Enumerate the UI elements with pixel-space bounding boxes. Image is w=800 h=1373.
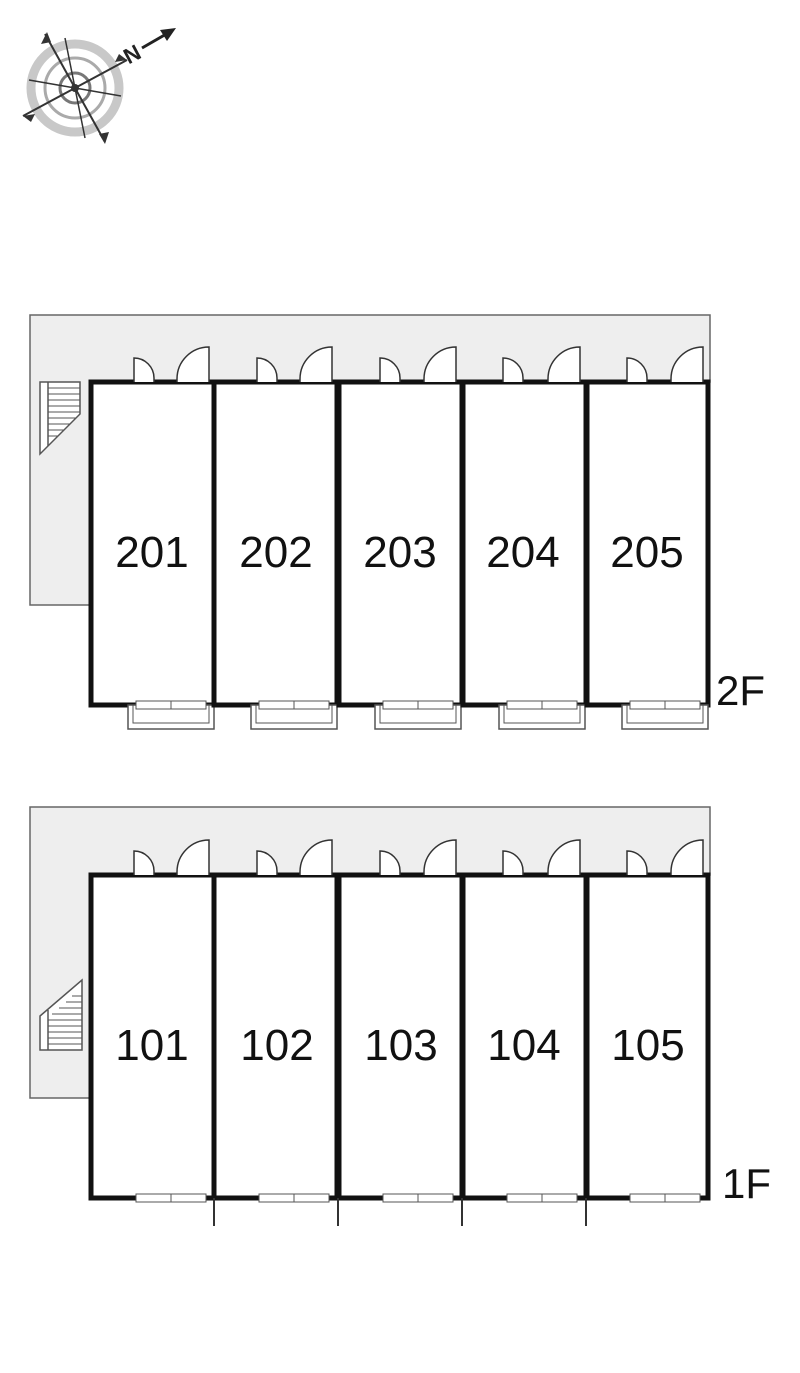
- unit-label: 204: [486, 528, 559, 577]
- window: [258, 700, 330, 710]
- window: [629, 1193, 701, 1203]
- unit-203: 203: [336, 346, 465, 730]
- window: [506, 1193, 578, 1203]
- north-label: N: [119, 39, 145, 69]
- window: [382, 700, 454, 710]
- unit-105: 105: [584, 839, 711, 1203]
- staircase: [39, 978, 83, 1051]
- unit-label: 101: [115, 1021, 188, 1070]
- unit-204: 204: [460, 346, 589, 730]
- unit-label: 105: [611, 1021, 684, 1070]
- unit-202: 202: [211, 346, 340, 730]
- window: [506, 700, 578, 710]
- floor-label: 2F: [716, 667, 765, 714]
- unit-103: 103: [336, 839, 465, 1203]
- unit-label: 103: [364, 1021, 437, 1070]
- north-indicator: N: [119, 28, 176, 69]
- unit-201: 201: [88, 346, 217, 730]
- unit-label: 203: [363, 528, 436, 577]
- unit-205: 205: [584, 346, 711, 730]
- window: [135, 1193, 207, 1203]
- unit-label: 205: [610, 528, 683, 577]
- window: [629, 700, 701, 710]
- staircase: [39, 381, 81, 456]
- window: [135, 700, 207, 710]
- floor-1f: 101 102 103: [29, 806, 771, 1226]
- partition-extensions: [213, 1198, 587, 1226]
- unit-104: 104: [460, 839, 589, 1203]
- unit-101: 101: [88, 839, 217, 1203]
- floor-label: 1F: [722, 1160, 771, 1207]
- window: [258, 1193, 330, 1203]
- unit-label: 202: [239, 528, 312, 577]
- compass-rose-icon: [22, 32, 128, 144]
- floor-2f: 201 202: [29, 314, 765, 730]
- unit-label: 201: [115, 528, 188, 577]
- unit-label: 102: [240, 1021, 313, 1070]
- unit-102: 102: [211, 839, 340, 1203]
- unit-label: 104: [487, 1021, 560, 1070]
- window: [382, 1193, 454, 1203]
